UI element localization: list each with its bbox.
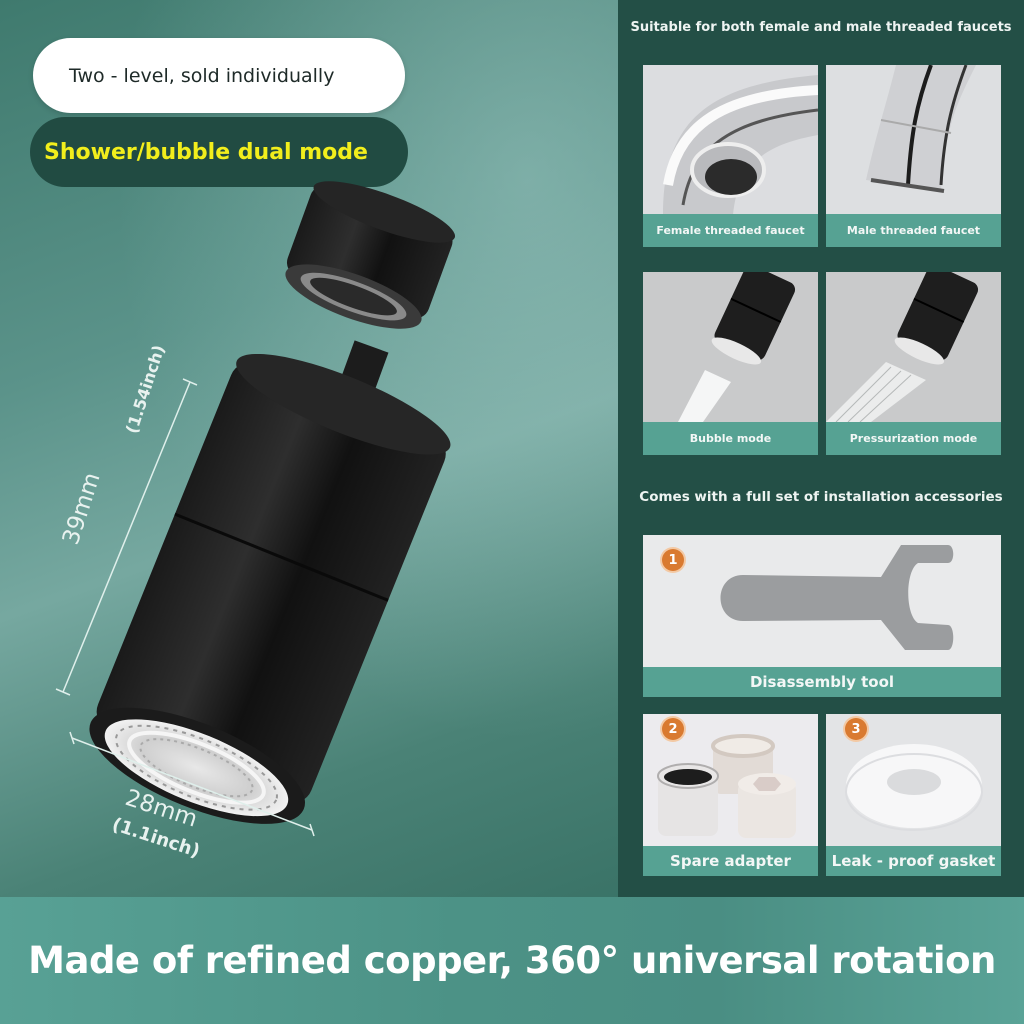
gasket-card: 3 Leak - proof gasket: [826, 714, 1001, 876]
compatibility-title: Suitable for both female and male thread…: [630, 20, 1012, 35]
female-faucet-image: [643, 65, 818, 215]
feature-pill-dual-mode: Shower/bubble dual mode: [30, 117, 408, 187]
card-label: Pressurization mode: [826, 422, 1001, 455]
disassembly-tool-card: 1 Disassembly tool: [643, 535, 1001, 697]
card-label: Disassembly tool: [643, 667, 1001, 697]
badge-3: 3: [845, 718, 867, 740]
footer-banner: Made of refined copper, 360° universal r…: [0, 897, 1024, 1024]
card-label: Spare adapter: [643, 846, 818, 876]
footer-headline: Made of refined copper, 360° universal r…: [28, 939, 996, 982]
card-label: Male threaded faucet: [826, 214, 1001, 247]
card-label: Female threaded faucet: [643, 214, 818, 247]
wrench-image: [643, 535, 1001, 667]
bubble-mode-image: [643, 272, 818, 422]
male-faucet-image: [826, 65, 1001, 215]
pressurization-mode-card: Pressurization mode: [826, 272, 1001, 455]
badge-2: 2: [662, 718, 684, 740]
feature-pill-sold-individually: Two - level, sold individually: [33, 38, 405, 113]
card-label: Leak - proof gasket: [826, 846, 1001, 876]
male-faucet-card: Male threaded faucet: [826, 65, 1001, 247]
card-label: Bubble mode: [643, 422, 818, 455]
dimension-lines: [55, 378, 315, 837]
bubble-mode-card: Bubble mode: [643, 272, 818, 455]
aerator-product-image: [55, 181, 456, 837]
features-panel: Suitable for both female and male thread…: [618, 0, 1024, 897]
badge-1: 1: [662, 549, 684, 571]
spare-adapter-card: 2 Spare adapter: [643, 714, 818, 876]
pressurization-mode-image: [826, 272, 1001, 423]
pill-text: Shower/bubble dual mode: [44, 139, 368, 165]
accessories-title: Comes with a full set of installation ac…: [639, 489, 1003, 505]
pill-text: Two - level, sold individually: [69, 64, 335, 87]
female-faucet-card: Female threaded faucet: [643, 65, 818, 247]
